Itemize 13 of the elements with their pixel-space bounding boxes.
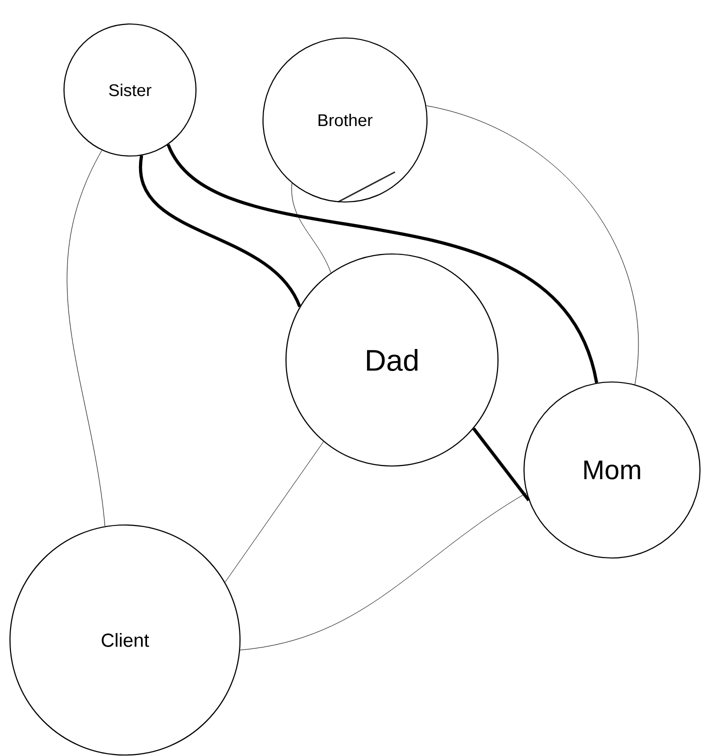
connector-line (224, 441, 324, 582)
connector-line (240, 492, 527, 650)
circle-node: Client (9, 524, 241, 756)
connector-line (139, 156, 302, 308)
connector-line (292, 182, 332, 273)
connector-line (166, 144, 598, 384)
connector-line (472, 428, 530, 502)
connector-line (66, 150, 106, 526)
connector-line (426, 105, 639, 385)
circle-node: Mom (523, 381, 701, 559)
circle-node: Dad (285, 253, 499, 467)
circle-node: Brother (262, 37, 428, 203)
circle-node: Sister (63, 23, 197, 157)
